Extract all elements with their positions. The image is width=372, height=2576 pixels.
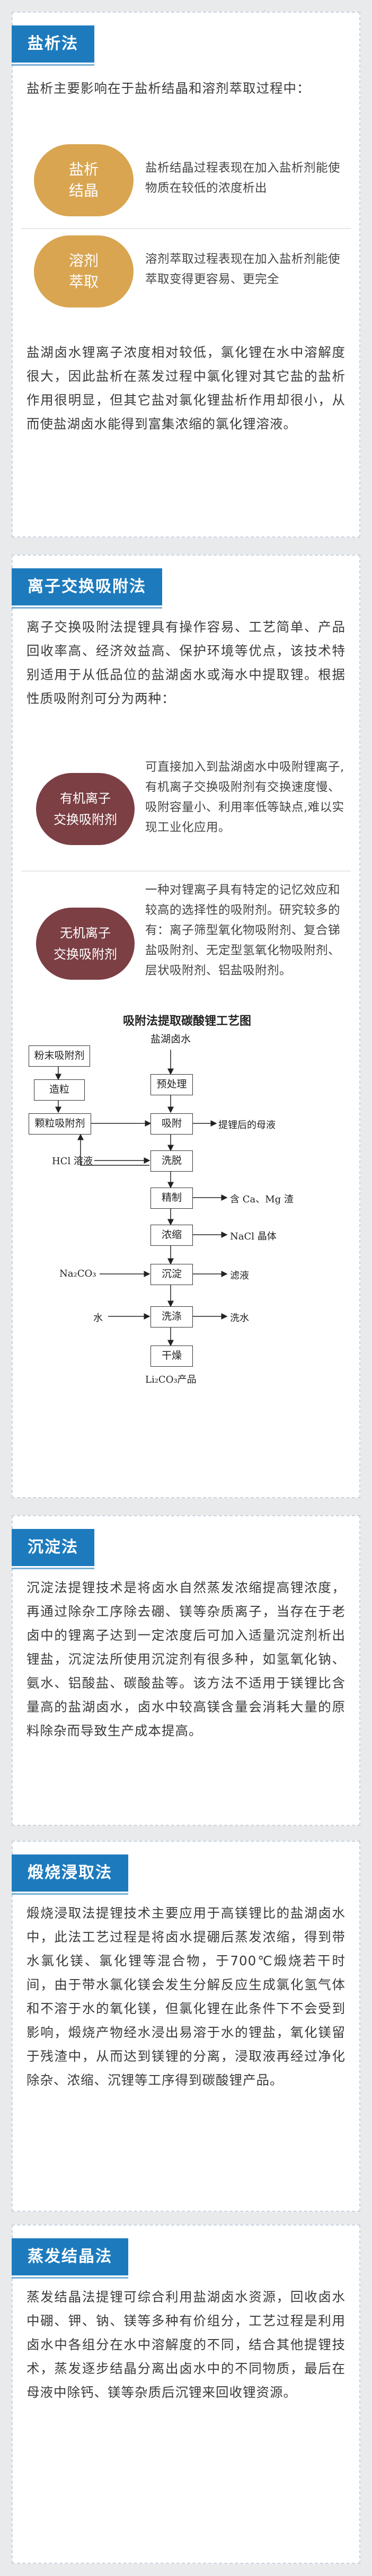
section-calcination: 煅烧浸取法 煅烧浸取法提锂技术主要应用于高镁锂比的盐湖卤水中，此法工艺过程是将卤… <box>12 1841 360 2212</box>
body-text: 沉淀法提锂技术是将卤水自然蒸发浓缩提高锂浓度，再通过除杂工序除去硼、镁等杂质离子… <box>26 1580 346 1738</box>
box-concentrate: 浓缩 <box>150 1225 193 1246</box>
section-ion-exchange: 离子交换吸附法 离子交换吸附法提锂具有操作容易、工艺简单、产品回收率高、经济效益… <box>12 555 360 1498</box>
box-precipitate: 沉淀 <box>150 1264 193 1285</box>
box-washing: 洗涤 <box>150 1306 193 1327</box>
process-diagram: 吸附法提取碳酸锂工艺图 <box>25 1012 349 1489</box>
label-filtrate: 滤液 <box>230 1270 249 1281</box>
box-refine: 精制 <box>150 1188 193 1209</box>
box-adsorb: 吸附 <box>150 1113 193 1135</box>
section-title: 盐析法 <box>12 25 94 66</box>
box-granulate: 造粒 <box>34 1079 85 1101</box>
item-text: 可直接加入到盐湖卤水中吸附锂离子,有机离子交换吸附剂有交换速度慢、吸附容量小、利… <box>145 760 344 834</box>
section-evaporation: 蒸发结晶法 蒸发结晶法提锂可综合利用盐湖卤水资源，回收卤水中硼、钾、钠、镁等多种… <box>12 2225 360 2564</box>
label-product: Li₂CO₃产品 <box>145 1374 197 1385</box>
box-dry: 干燥 <box>150 1346 193 1367</box>
label-wash-water: 洗水 <box>230 1313 249 1324</box>
label-water: 水 <box>93 1313 103 1324</box>
intro-text: 离子交换吸附法提锂具有操作容易、工艺简单、产品回收率高、经济效益高、保护环境等优… <box>26 619 346 706</box>
ion-item: 无机离子交换吸附剂 一种对锂离子具有特定的记忆效应和较高的选择性的吸附剂。研究较… <box>13 880 359 1007</box>
box-pretreat: 预处理 <box>150 1074 193 1095</box>
section-salting: 盐析法 盐析主要影响在于盐析结晶和溶剂萃取过程中： 盐析结晶 盐析结晶过程表现在… <box>12 12 360 538</box>
ion-item: 有机离子交换吸附剂 可直接加入到盐湖卤水中吸附锂离子,有机离子交换吸附剂有交换速… <box>13 757 359 863</box>
badge-organic-adsorbent: 有机离子交换吸附剂 <box>36 773 135 845</box>
badge-salting-crystallization: 盐析结晶 <box>34 144 134 216</box>
body-text: 煅烧浸取法提锂技术主要应用于高镁锂比的盐湖卤水中，此法工艺过程是将卤水提硼后蒸发… <box>26 1905 346 2088</box>
salting-item: 盐析结晶 盐析结晶过程表现在加入盐析剂能使物质在较低的浓度析出 <box>13 144 359 218</box>
section-precipitation: 沉淀法 沉淀法提锂技术是将卤水自然蒸发浓缩提高锂浓度，再通过除杂工序除去硼、镁等… <box>12 1515 360 1826</box>
flow-connectors <box>55 1050 228 1347</box>
item-text: 一种对锂离子具有特定的记忆效应和较高的选择性的吸附剂。研究较多的有：离子筛型氧化… <box>145 883 341 978</box>
section-title: 沉淀法 <box>12 1529 94 1569</box>
section-title: 离子交换吸附法 <box>12 568 162 609</box>
box-elute: 洗脱 <box>150 1150 193 1172</box>
label-nacl: NaCl 晶体 <box>230 1231 277 1242</box>
section-title: 蒸发结晶法 <box>12 2238 128 2279</box>
badge-solvent-extraction: 溶剂萃取 <box>34 235 134 307</box>
item-text: 盐析结晶过程表现在加入盐析剂能使物质在较低的浓度析出 <box>145 161 341 195</box>
salting-item: 溶剂萃取 溶剂萃取过程表现在加入盐析剂能使萃取变得更容易、更完全 <box>13 235 359 310</box>
item-text: 溶剂萃取过程表现在加入盐析剂能使萃取变得更容易、更完全 <box>145 252 341 286</box>
intro-text: 盐析主要影响在于盐析结晶和溶剂萃取过程中： <box>26 81 311 96</box>
box-granular-adsorbent: 颗粒吸附剂 <box>29 1113 91 1135</box>
box-powder-adsorbent: 粉末吸附剂 <box>29 1045 90 1067</box>
figure-title: 吸附法提取碳酸锂工艺图 <box>122 1014 251 1028</box>
box-brine: 盐湖卤水 <box>139 1030 202 1050</box>
badge-inorganic-adsorbent: 无机离子交换吸附剂 <box>36 908 135 980</box>
body-text: 盐湖卤水锂离子浓度相对较低，氯化锂在水中溶解度很大，因此盐析在蒸发过程中氯化锂对… <box>26 345 346 432</box>
label-hcl: HCl 溶液 <box>52 1156 93 1167</box>
label-na2co3: Na₂CO₃ <box>59 1268 96 1279</box>
body-text: 蒸发结晶法提锂可综合利用盐湖卤水资源，回收卤水中硼、钾、钠、镁等多种有价组分，工… <box>26 2289 346 2400</box>
label-mother-liquor: 提锂后的母液 <box>218 1120 276 1131</box>
section-title: 煅烧浸取法 <box>12 1854 128 1895</box>
label-ca-mg: 含 Ca、Mg 渣 <box>230 1194 294 1205</box>
